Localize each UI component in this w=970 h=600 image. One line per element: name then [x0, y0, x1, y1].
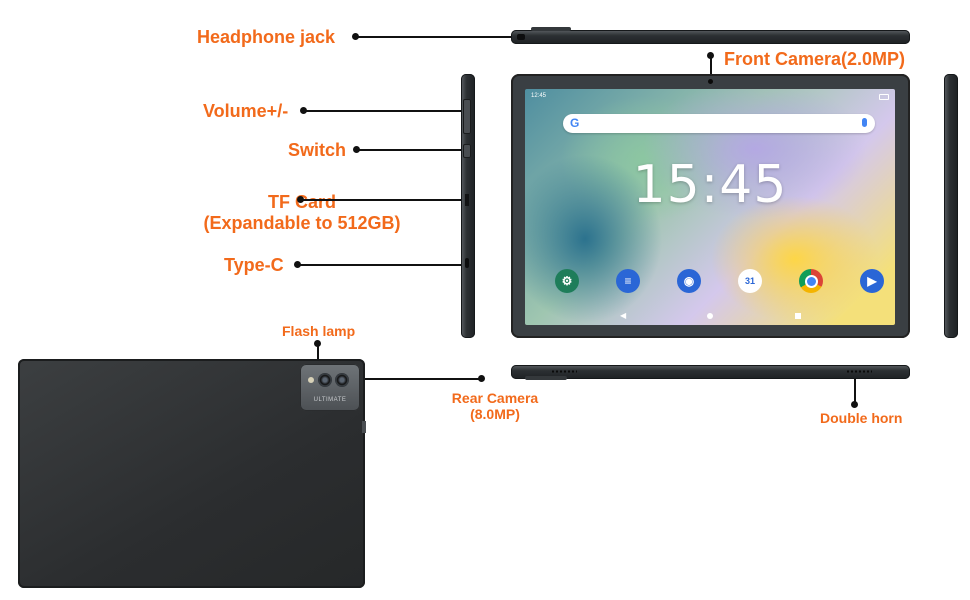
status-bar: 12:45	[531, 93, 889, 101]
navigation-bar: ◀	[525, 311, 895, 323]
back-icon[interactable]: ◀	[620, 311, 627, 320]
type-c-pointer-line	[298, 264, 463, 266]
search-bar[interactable]: G	[563, 114, 875, 133]
type-c-pointer-dot	[294, 261, 301, 268]
switch-pointer-dot	[353, 146, 360, 153]
recents-icon[interactable]	[795, 313, 801, 319]
bottom-edge-button	[525, 376, 567, 380]
front-camera-label: Front Camera(2.0MP)	[724, 49, 906, 69]
type-c-label: Type-C	[224, 255, 284, 275]
home-icon[interactable]	[707, 313, 713, 319]
power-switch-button	[463, 144, 471, 158]
tf-card-pointer-line	[301, 199, 463, 201]
rear-camera-lens-1	[318, 373, 332, 387]
tf-card-pointer-dot	[297, 196, 304, 203]
speaker-grille-left	[551, 370, 577, 373]
flash-lamp-icon	[308, 377, 314, 383]
status-time: 12:45	[531, 93, 547, 99]
double-horn-pointer-line	[854, 376, 856, 404]
tf-card-label-line2: (Expandable to 512GB)	[203, 213, 401, 233]
mic-icon[interactable]	[862, 118, 867, 127]
top-edge-view	[511, 27, 910, 44]
speaker-grille-right	[846, 370, 872, 373]
settings-app-icon[interactable]: ⚙	[555, 269, 579, 293]
chrome-app-icon[interactable]	[799, 269, 823, 293]
rear-camera-pointer-line	[340, 378, 480, 380]
left-side-view	[461, 74, 475, 338]
front-camera-pointer-line	[710, 56, 712, 78]
headphone-jack-label: Headphone jack	[197, 27, 336, 47]
headphone-jack-port	[517, 34, 525, 40]
double-horn-label: Double horn	[820, 410, 903, 426]
rear-side-button	[362, 421, 366, 433]
rear-camera-label: Rear Camera (8.0MP)	[440, 390, 550, 422]
front-camera-lens	[708, 79, 713, 84]
bottom-edge-view	[511, 365, 910, 380]
calendar-app-icon[interactable]: 31	[738, 269, 762, 293]
volume-button	[463, 99, 471, 134]
switch-pointer-line	[357, 149, 463, 151]
google-logo-icon: G	[570, 116, 580, 130]
rear-camera-module: ULTIMATE	[300, 364, 360, 411]
home-clock: 15:45	[632, 155, 788, 215]
battery-icon	[879, 94, 889, 100]
double-horn-pointer-dot	[851, 401, 858, 408]
meet-app-icon[interactable]: ▶	[860, 269, 884, 293]
tf-card-slot	[465, 194, 469, 206]
headphone-jack-pointer-line	[356, 36, 512, 38]
switch-label: Switch	[288, 140, 347, 160]
headphone-jack-pointer-dot	[352, 33, 359, 40]
rear-camera-label-line2: (8.0MP)	[470, 406, 520, 422]
front-camera-pointer-dot	[707, 52, 714, 59]
tablet-screen: 12:45 G 15:45 ⚙ ≡ ◉ 31 ▶ ◀	[525, 89, 895, 325]
volume-pointer-dot	[300, 107, 307, 114]
rear-camera-lens-2	[335, 373, 349, 387]
rear-camera-pointer-dot	[478, 375, 485, 382]
flash-lamp-label: Flash lamp	[282, 323, 356, 339]
tablet-front-view: 12:45 G 15:45 ⚙ ≡ ◉ 31 ▶ ◀	[511, 74, 910, 338]
messages-app-icon[interactable]: ≡	[616, 269, 640, 293]
rear-camera-label-line1: Rear Camera	[451, 390, 539, 406]
camera-app-icon[interactable]: ◉	[677, 269, 701, 293]
right-side-view	[944, 74, 958, 338]
volume-label: Volume+/-	[203, 101, 289, 121]
type-c-port	[465, 258, 469, 268]
top-edge-button	[531, 27, 571, 31]
volume-pointer-line	[304, 110, 462, 112]
rear-branding-text: ULTIMATE	[313, 397, 347, 403]
